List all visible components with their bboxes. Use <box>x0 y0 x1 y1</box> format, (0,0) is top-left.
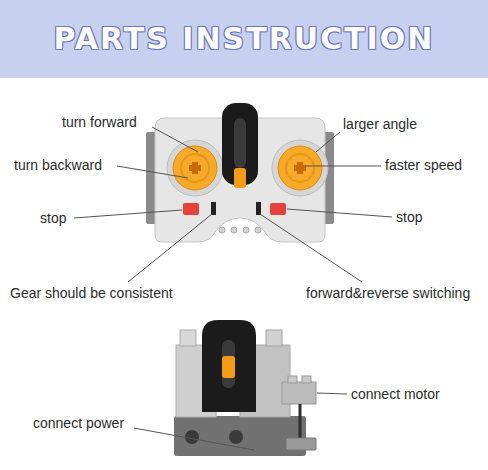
remote-controller <box>146 103 334 242</box>
stud <box>302 376 311 383</box>
ir-receiver <box>174 320 316 456</box>
handle-slot <box>234 118 246 168</box>
stud <box>255 227 261 233</box>
pin-hole <box>185 430 199 444</box>
leader-line <box>117 166 188 178</box>
axle-hole <box>189 162 201 174</box>
direction-switch <box>256 202 261 215</box>
leader-line <box>128 214 212 282</box>
page-title: PARTS INSTRUCTION <box>0 0 488 78</box>
remote-body <box>155 118 325 242</box>
plug <box>286 438 316 450</box>
part-label: stop <box>40 210 66 226</box>
part-label: connect motor <box>351 386 440 402</box>
stud <box>266 330 282 346</box>
leader-line <box>134 428 254 450</box>
part-label: faster speed <box>385 157 462 173</box>
knob-ring <box>167 140 223 196</box>
stud <box>180 330 196 346</box>
leader-line <box>305 166 381 167</box>
lever-slot <box>222 340 235 388</box>
leader-line <box>260 214 362 282</box>
stop-button <box>183 203 199 215</box>
part-label: turn backward <box>14 157 102 173</box>
part-label: forward&reverse switching <box>306 285 470 301</box>
stop-button <box>270 203 286 215</box>
part-label: connect power <box>33 415 124 431</box>
part-label: turn forward <box>62 114 137 130</box>
stud <box>288 376 297 383</box>
speed-knob <box>173 146 217 190</box>
leader-line <box>287 209 392 217</box>
leader-line <box>74 210 182 218</box>
part-label: stop <box>396 209 422 225</box>
stud <box>231 227 237 233</box>
direction-switch <box>211 202 216 215</box>
speed-knob <box>278 146 322 190</box>
channel-lever <box>222 356 235 378</box>
leader-line <box>152 127 198 152</box>
leader-line <box>316 132 340 152</box>
part-label: Gear should be consistent <box>10 285 173 301</box>
channel-lever <box>234 168 246 188</box>
stud <box>219 227 225 233</box>
axle-hole <box>294 162 306 174</box>
part-label: larger angle <box>343 116 417 132</box>
stud <box>243 227 249 233</box>
cable <box>299 404 302 438</box>
knob-ridge <box>286 154 314 182</box>
ir-window <box>202 320 256 412</box>
leader-line <box>317 393 347 394</box>
pin-hole <box>229 430 243 444</box>
motor-port <box>282 382 316 404</box>
